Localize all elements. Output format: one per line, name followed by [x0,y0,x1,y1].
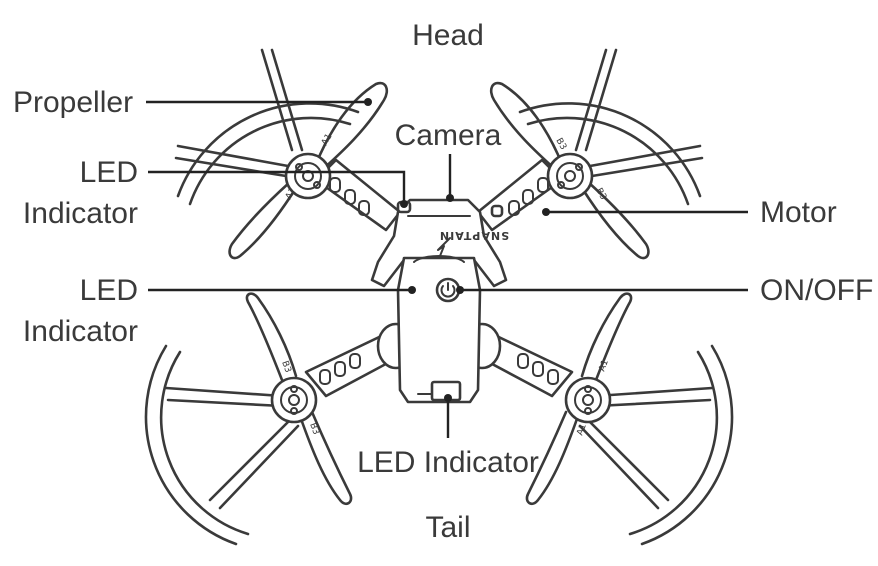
brand-logo: SNAPTAIN [439,229,509,242]
label-led-indicator-1-line1: LED [80,156,138,189]
label-led-indicator-2-line1: LED [80,274,138,307]
motor-top-right [546,152,594,200]
label-camera: Camera [395,119,502,152]
label-propeller: Propeller [13,86,133,119]
propeller-bottom-right: A1 A1 [525,292,633,506]
motor-bottom-right [564,376,612,424]
blade-mark-bl-b: B3 [307,422,320,437]
label-led-indicator-2-line2: Indicator [23,315,138,348]
guard-top-left [174,48,360,206]
brand-mark-icon [437,237,451,257]
label-on-off: ON/OFF [760,274,873,307]
propeller-bottom-left: B3 B3 [245,292,353,506]
blade-mark-br-a: A1 [597,358,610,373]
label-tail: Tail [425,511,470,544]
blade-mark-bl-a: B3 [279,360,292,375]
blade-mark-br-b: A1 [575,422,588,437]
blade-mark-tl-a: A1 [320,132,335,147]
label-motor: Motor [760,196,837,229]
leader-lines [146,98,748,438]
guard-bottom-right [578,344,734,546]
label-head: Head [412,19,484,52]
propeller-top-left: A1 A1 [228,81,389,260]
drone-body: SNAPTAIN [370,198,509,404]
guard-top-right [518,48,704,206]
guard-bottom-left [144,344,300,546]
motor-bottom-left [270,376,318,424]
motor-top-left [284,152,332,200]
label-led-indicator-3: LED Indicator [357,446,539,479]
label-led-indicator-1-line2: Indicator [23,197,138,230]
